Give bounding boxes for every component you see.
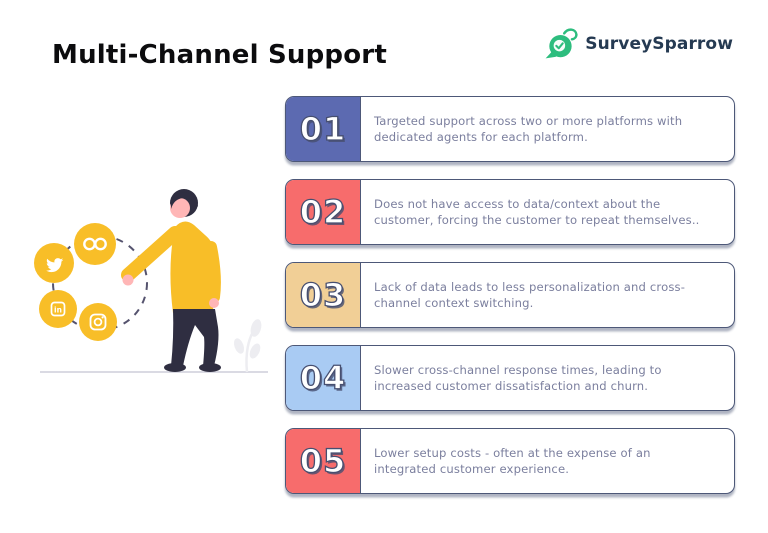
- card-01-number: 01: [286, 97, 361, 161]
- card-01: 01 Targeted support across two or more p…: [285, 96, 735, 162]
- card-04-number: 04: [286, 346, 361, 410]
- person-illustration: [121, 189, 221, 372]
- card-03-text: Lack of data leads to less personalizati…: [374, 280, 686, 310]
- linkedin-icon: in: [39, 290, 77, 328]
- instagram-icon: [79, 303, 117, 341]
- card-03: 03 Lack of data leads to less personaliz…: [285, 262, 735, 328]
- twitter-icon: [34, 243, 74, 283]
- card-03-number: 03: [286, 263, 361, 327]
- card-05-number: 05: [286, 429, 361, 493]
- brand-name: SurveySparrow: [585, 34, 733, 54]
- card-02-text: Does not have access to data/context abo…: [374, 197, 700, 227]
- svg-text:in: in: [54, 306, 62, 315]
- brand-logo: SurveySparrow: [544, 27, 733, 61]
- meta-icon: [74, 223, 116, 265]
- card-02: 02 Does not have access to data/context …: [285, 179, 735, 245]
- card-04-text: Slower cross-channel response times, lea…: [374, 363, 662, 393]
- plant-decoration: [233, 319, 262, 373]
- card-05-text: Lower setup costs - often at the expense…: [374, 446, 651, 476]
- card-01-text: Targeted support across two or more plat…: [374, 114, 683, 144]
- page-title: Multi-Channel Support: [52, 40, 387, 70]
- surveysparrow-icon: [545, 28, 578, 59]
- card-05: 05 Lower setup costs - often at the expe…: [285, 428, 735, 494]
- comparison-card-list: 01 Targeted support across two or more p…: [285, 96, 735, 494]
- card-02-number: 02: [286, 180, 361, 244]
- multichannel-illustration: in: [34, 189, 268, 373]
- card-04: 04 Slower cross-channel response times, …: [285, 345, 735, 411]
